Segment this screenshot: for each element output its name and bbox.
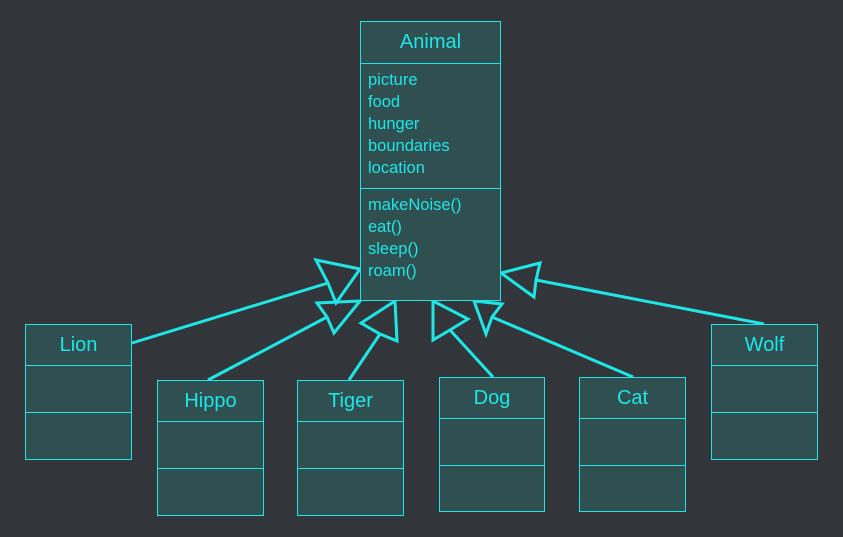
attribute-hunger: hunger bbox=[368, 115, 420, 133]
hippo-class-name: Hippo bbox=[184, 389, 237, 412]
tiger-class-name: Tiger bbox=[328, 389, 373, 412]
tiger-inheritance-line bbox=[347, 333, 382, 381]
cat-attributes bbox=[580, 418, 685, 465]
dog-class-name: Dog bbox=[473, 386, 511, 409]
attribute-boundaries: boundaries bbox=[368, 137, 450, 155]
tiger-inheritance-arrowhead bbox=[358, 298, 399, 344]
hippo-class-box: Hippo bbox=[157, 380, 264, 516]
animal-methods: makeNoise() eat() sleep() roam() bbox=[361, 188, 500, 300]
attribute-picture: picture bbox=[368, 71, 418, 89]
hippo-methods bbox=[158, 468, 263, 515]
tiger-class-box: Tiger bbox=[297, 380, 404, 516]
attribute-location: location bbox=[368, 159, 425, 177]
cat-class-name: Cat bbox=[616, 386, 649, 409]
lion-class-box: Lion bbox=[25, 324, 132, 460]
wolf-class-box: Wolf bbox=[711, 324, 818, 460]
lion-class-name: Lion bbox=[59, 333, 98, 356]
tiger-attributes bbox=[298, 421, 403, 468]
dog-methods bbox=[440, 465, 544, 511]
method-eat: eat() bbox=[368, 218, 402, 236]
dog-inheritance-arrowhead bbox=[431, 298, 472, 343]
animal-attributes: picture food hunger boundaries location bbox=[361, 63, 500, 188]
cat-inheritance-arrowhead bbox=[471, 299, 505, 339]
attribute-food: food bbox=[368, 93, 401, 111]
tiger-methods bbox=[298, 468, 403, 515]
lion-attributes bbox=[26, 365, 131, 412]
lion-methods bbox=[26, 412, 131, 459]
hippo-inheritance-line bbox=[207, 315, 328, 382]
wolf-inheritance-line bbox=[535, 278, 765, 326]
dog-class-box: Dog bbox=[439, 377, 545, 512]
method-sleep: sleep() bbox=[368, 240, 419, 258]
wolf-methods bbox=[712, 412, 817, 459]
animal-class-box: Animal picture food hunger boundaries lo… bbox=[360, 21, 501, 301]
dog-attributes bbox=[440, 418, 544, 465]
cat-inheritance-line bbox=[491, 315, 634, 379]
animal-class-name: Animal bbox=[399, 31, 462, 53]
cat-methods bbox=[580, 465, 685, 511]
wolf-inheritance-arrowhead bbox=[497, 260, 543, 300]
hippo-inheritance-arrowhead bbox=[314, 299, 364, 336]
method-make-noise: makeNoise() bbox=[368, 196, 462, 214]
dog-inheritance-line bbox=[448, 328, 495, 379]
lion-inheritance-arrowhead bbox=[313, 257, 363, 307]
wolf-class-name: Wolf bbox=[744, 333, 785, 356]
method-roam: roam() bbox=[368, 262, 417, 280]
lion-inheritance-line bbox=[131, 281, 329, 345]
wolf-attributes bbox=[712, 365, 817, 412]
cat-class-box: Cat bbox=[579, 377, 686, 512]
hippo-attributes bbox=[158, 421, 263, 468]
